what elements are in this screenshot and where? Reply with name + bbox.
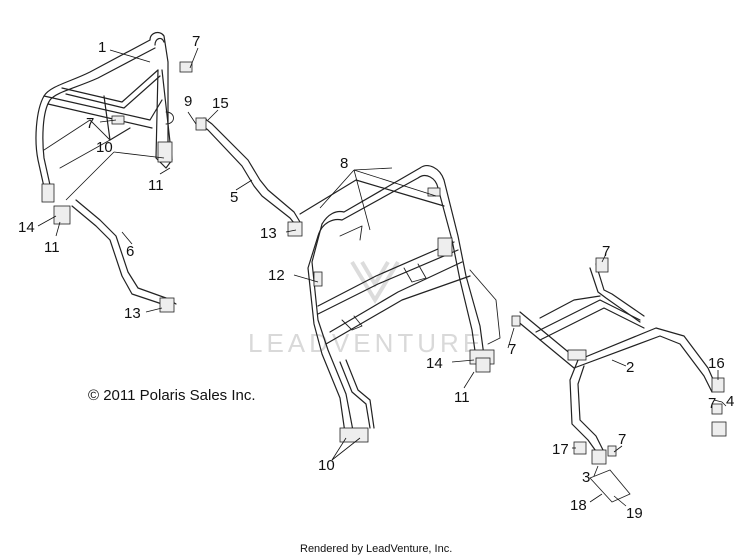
- callout-13a: 13: [260, 225, 277, 242]
- callout-8: 8: [340, 155, 348, 172]
- callout-14b: 14: [426, 355, 443, 372]
- callout-11c: 11: [454, 389, 470, 406]
- callout-labels: 1 7 7 9 15 10 11 5 13 14 11 6 13 8 12 14…: [18, 33, 734, 522]
- callout-18: 18: [570, 497, 587, 514]
- callout-9: 9: [184, 93, 192, 110]
- callout-11b: 11: [44, 239, 60, 256]
- hardware-bits: [111, 61, 727, 457]
- callout-3: 3: [582, 469, 590, 486]
- callout-17: 17: [552, 441, 569, 458]
- callout-7c: 7: [508, 341, 516, 358]
- callout-16: 16: [708, 355, 725, 372]
- callout-7d: 7: [602, 243, 610, 260]
- leader-lines: [37, 47, 727, 507]
- callout-19: 19: [626, 505, 643, 522]
- callout-1: 1: [98, 39, 106, 56]
- callout-7a: 7: [192, 33, 200, 50]
- copyright-text: © 2011 Polaris Sales Inc.: [88, 387, 256, 404]
- callout-10b: 10: [318, 457, 335, 474]
- callout-12: 12: [268, 267, 285, 284]
- callout-6: 6: [126, 243, 134, 260]
- leadventure-watermark: LEADVENTURE: [248, 260, 484, 358]
- callout-7b: 7: [86, 115, 94, 132]
- callout-5: 5: [230, 189, 238, 206]
- callout-4: 4: [726, 393, 734, 410]
- footer-credit: Rendered by LeadVenture, Inc.: [300, 543, 452, 555]
- callout-7e: 7: [708, 395, 716, 412]
- center-roll-cage-part-12: [299, 165, 501, 443]
- watermark-text: LEADVENTURE: [248, 328, 484, 358]
- side-tube-part-5: [195, 117, 303, 237]
- callout-7f: 7: [618, 431, 626, 448]
- callout-2: 2: [626, 359, 634, 376]
- callout-11a: 11: [148, 177, 164, 194]
- callout-10a: 10: [96, 139, 113, 156]
- front-roll-cage-part-1: [35, 31, 174, 203]
- rear-roll-cage-part-2: [515, 257, 725, 503]
- callout-15: 15: [212, 95, 229, 112]
- side-tube-part-6: [53, 199, 177, 313]
- callout-13b: 13: [124, 305, 141, 322]
- callout-14a: 14: [18, 219, 35, 236]
